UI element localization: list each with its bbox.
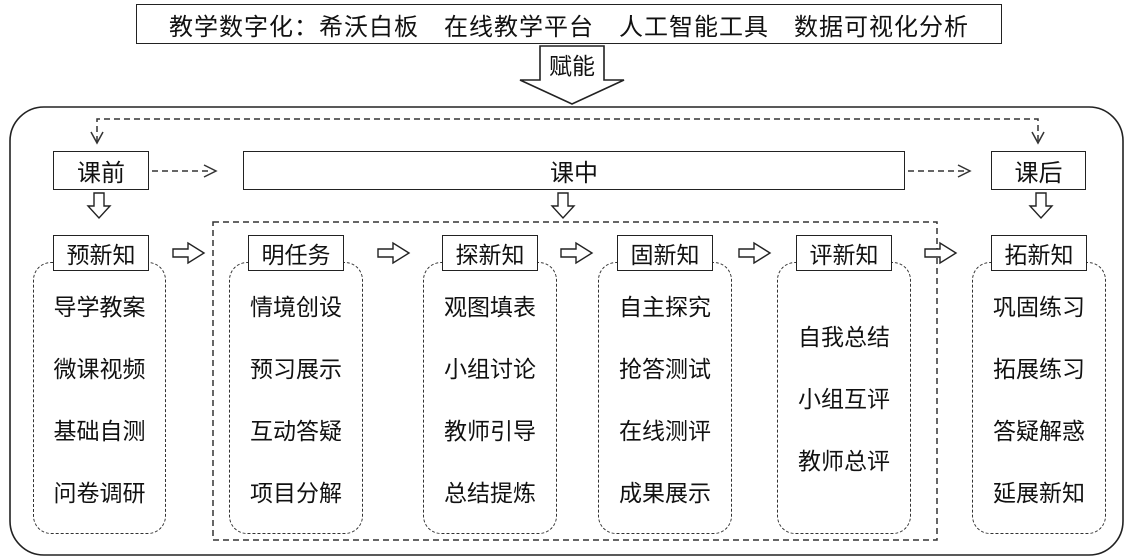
digitization-banner: 教学数字化：希沃白板 在线教学平台 人工智能工具 数据可视化分析 <box>136 4 1002 44</box>
stage-extend-item: 拓展练习 <box>993 357 1085 383</box>
right-arrow-3 <box>560 241 594 265</box>
stage-extend-item: 巩固练习 <box>993 295 1085 321</box>
phase-post-label: 课后 <box>1014 159 1063 187</box>
link-arrowhead-left <box>90 131 104 145</box>
stage-consolidate-item: 抢答测试 <box>619 357 711 383</box>
stage-consolidate-item: 成果展示 <box>619 481 711 507</box>
stage-task-label: 明任务 <box>248 235 344 271</box>
phase-in: 课中 <box>243 151 905 190</box>
empower-label: 赋能 <box>549 54 595 80</box>
down-arrow-in <box>550 192 576 220</box>
stage-explore-item: 小组讨论 <box>444 357 536 383</box>
stage-evaluate-item: 小组互评 <box>798 387 890 413</box>
stage-task-item: 情境创设 <box>250 295 342 321</box>
phase-in-label: 课中 <box>550 159 598 187</box>
stage-preview-item: 导学教案 <box>53 295 146 321</box>
stage-explore-item: 总结提炼 <box>444 481 536 507</box>
stage-task-box: 情境创设 预习展示 互动答疑 项目分解 <box>229 262 363 534</box>
right-arrow-5 <box>924 241 958 265</box>
in-class-group <box>212 221 938 541</box>
phase-post: 课后 <box>991 151 1086 190</box>
stage-explore-label: 探新知 <box>442 235 538 271</box>
stage-extend-label: 拓新知 <box>991 235 1087 271</box>
stage-extend-box: 巩固练习 拓展练习 答疑解惑 延展新知 <box>972 262 1106 534</box>
down-arrow-post <box>1028 192 1054 220</box>
stage-preview-item: 微课视频 <box>53 357 146 383</box>
stage-explore-item: 教师引导 <box>444 419 536 445</box>
down-arrow-pre <box>86 192 112 220</box>
stage-explore-item: 观图填表 <box>444 295 536 321</box>
stage-preview-label: 预新知 <box>53 235 149 271</box>
stage-evaluate-item: 自我总结 <box>798 325 890 351</box>
stage-evaluate-label: 评新知 <box>796 235 892 271</box>
stage-task-item: 预习展示 <box>250 357 342 383</box>
stage-evaluate-item: 教师总评 <box>798 449 890 475</box>
link-arrowhead-right <box>1031 131 1045 145</box>
stage-explore-box: 观图填表 小组讨论 教师引导 总结提炼 <box>423 262 557 534</box>
banner-text: 教学数字化：希沃白板 在线教学平台 人工智能工具 数据可视化分析 <box>169 12 969 41</box>
right-arrow-2 <box>377 241 411 265</box>
process-frame <box>9 106 1124 556</box>
stage-consolidate-box: 自主探究 抢答测试 在线测评 成果展示 <box>598 262 732 534</box>
stage-preview-item: 问卷调研 <box>53 481 146 507</box>
stage-task-item: 项目分解 <box>250 481 342 507</box>
stage-evaluate-box: 自我总结 小组互评 教师总评 <box>777 262 911 534</box>
stage-preview-box: 导学教案 微课视频 基础自测 问卷调研 <box>33 262 166 534</box>
stage-preview-item: 基础自测 <box>53 419 146 445</box>
stage-extend-item: 延展新知 <box>993 481 1085 507</box>
right-arrow-1 <box>172 241 206 265</box>
phase-pre-label: 课前 <box>77 159 125 187</box>
empower-arrow <box>519 45 625 105</box>
stage-consolidate-item: 在线测评 <box>619 419 711 445</box>
pre-post-link <box>96 118 1039 142</box>
right-arrow-4 <box>738 241 772 265</box>
stage-task-item: 互动答疑 <box>250 419 342 445</box>
stage-consolidate-label: 固新知 <box>617 235 713 271</box>
stage-extend-item: 答疑解惑 <box>993 419 1085 445</box>
phase-pre: 课前 <box>53 151 149 190</box>
stage-consolidate-item: 自主探究 <box>619 295 711 321</box>
